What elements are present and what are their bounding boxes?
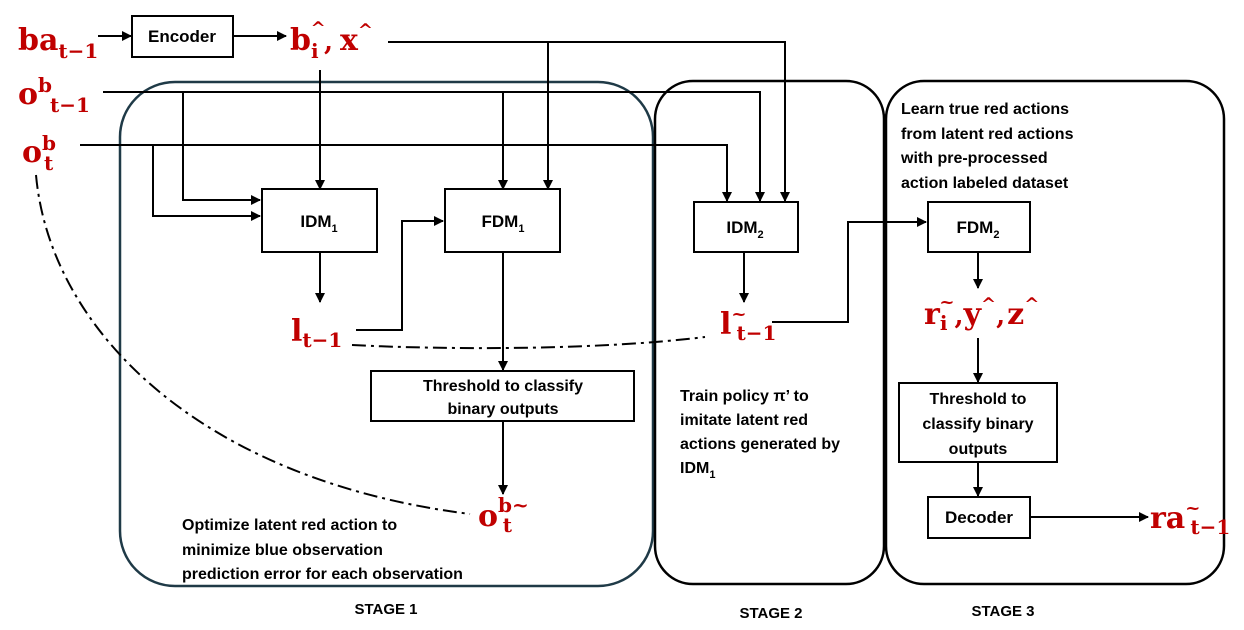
threshold2-label-line2: classify binary: [922, 416, 1033, 433]
var-ra-tilde: ra~t−1: [1150, 498, 1230, 539]
var-comma: ,: [324, 27, 333, 57]
var-ba-prev: bat−1: [18, 23, 98, 63]
fdm2-box: [927, 201, 1031, 253]
fdm2-label: FDM2: [957, 218, 1000, 241]
idm1-box: [261, 188, 378, 253]
idm2-box: [693, 201, 799, 253]
threshold2-label-line3: outputs: [949, 441, 1008, 458]
stage2-label: STAGE 2: [739, 605, 802, 622]
stage1-label: STAGE 1: [354, 601, 417, 618]
stage3-caption-line4: action labeled dataset: [901, 175, 1069, 192]
stage3-caption-line2: from latent red actions: [901, 126, 1074, 143]
stage1-caption-line2: minimize blue observation: [182, 542, 383, 559]
stage2-caption-line2: imitate latent red: [680, 412, 808, 429]
stage3-label: STAGE 3: [971, 603, 1034, 620]
stage2-caption-line3: actions generated by: [680, 436, 840, 453]
arrow-l-fdm1: [356, 216, 444, 331]
stage3-container: [884, 79, 1226, 586]
stage3-caption-line3: with pre-processed: [900, 150, 1048, 167]
fdm1-label: FDM1: [482, 212, 525, 235]
decoder-box: [927, 496, 1031, 539]
idm2-label: IDM2: [726, 218, 763, 241]
dashdot-l-l2: [351, 336, 706, 350]
encoder-box: [131, 15, 234, 58]
threshold2-label-line1: Threshold to: [930, 391, 1027, 408]
var-r-y-z: ri~,y^,z^: [924, 292, 1039, 335]
var-b-hat: bi^: [290, 18, 326, 63]
stage1-caption-line1: Optimize latent red action to: [182, 517, 397, 534]
threshold1-label-line1: Threshold to classify: [423, 378, 583, 395]
dashdot-ob-obt: [35, 174, 471, 515]
stage2-caption-line1: Train policy π’ to: [680, 388, 809, 405]
arrow-ob-idm1: [152, 145, 261, 221]
arrow-l2-fdm2: [772, 217, 927, 323]
encoder-label: Encoder: [148, 27, 216, 46]
stage1-caption-line3: prediction error for each observation: [182, 566, 463, 583]
threshold2-box: [898, 382, 1058, 463]
var-l-tilde: l~t−1: [720, 304, 776, 345]
var-l-prev: lt−1: [291, 314, 342, 352]
arrow-ob-idm2: [80, 144, 732, 202]
arrow-obprev-idm1: [182, 92, 261, 205]
decoder-label: Decoder: [945, 508, 1013, 527]
stage3-caption-line1: Learn true red actions: [901, 101, 1069, 118]
stage2-caption-line4: IDM1: [680, 460, 715, 481]
stage1-container: [118, 80, 655, 588]
idm1-label: IDM1: [300, 212, 337, 235]
threshold1-box: [370, 370, 635, 422]
var-x-hat: x^: [340, 20, 373, 58]
fdm1-box: [444, 188, 561, 253]
arrow-x-idm2: [388, 41, 790, 202]
arrow-obprev-idm2: [103, 91, 765, 202]
threshold1-label-line2: binary outputs: [447, 401, 558, 418]
var-ob-tilde: ob~t: [478, 493, 529, 537]
stage2-container: [653, 79, 886, 586]
